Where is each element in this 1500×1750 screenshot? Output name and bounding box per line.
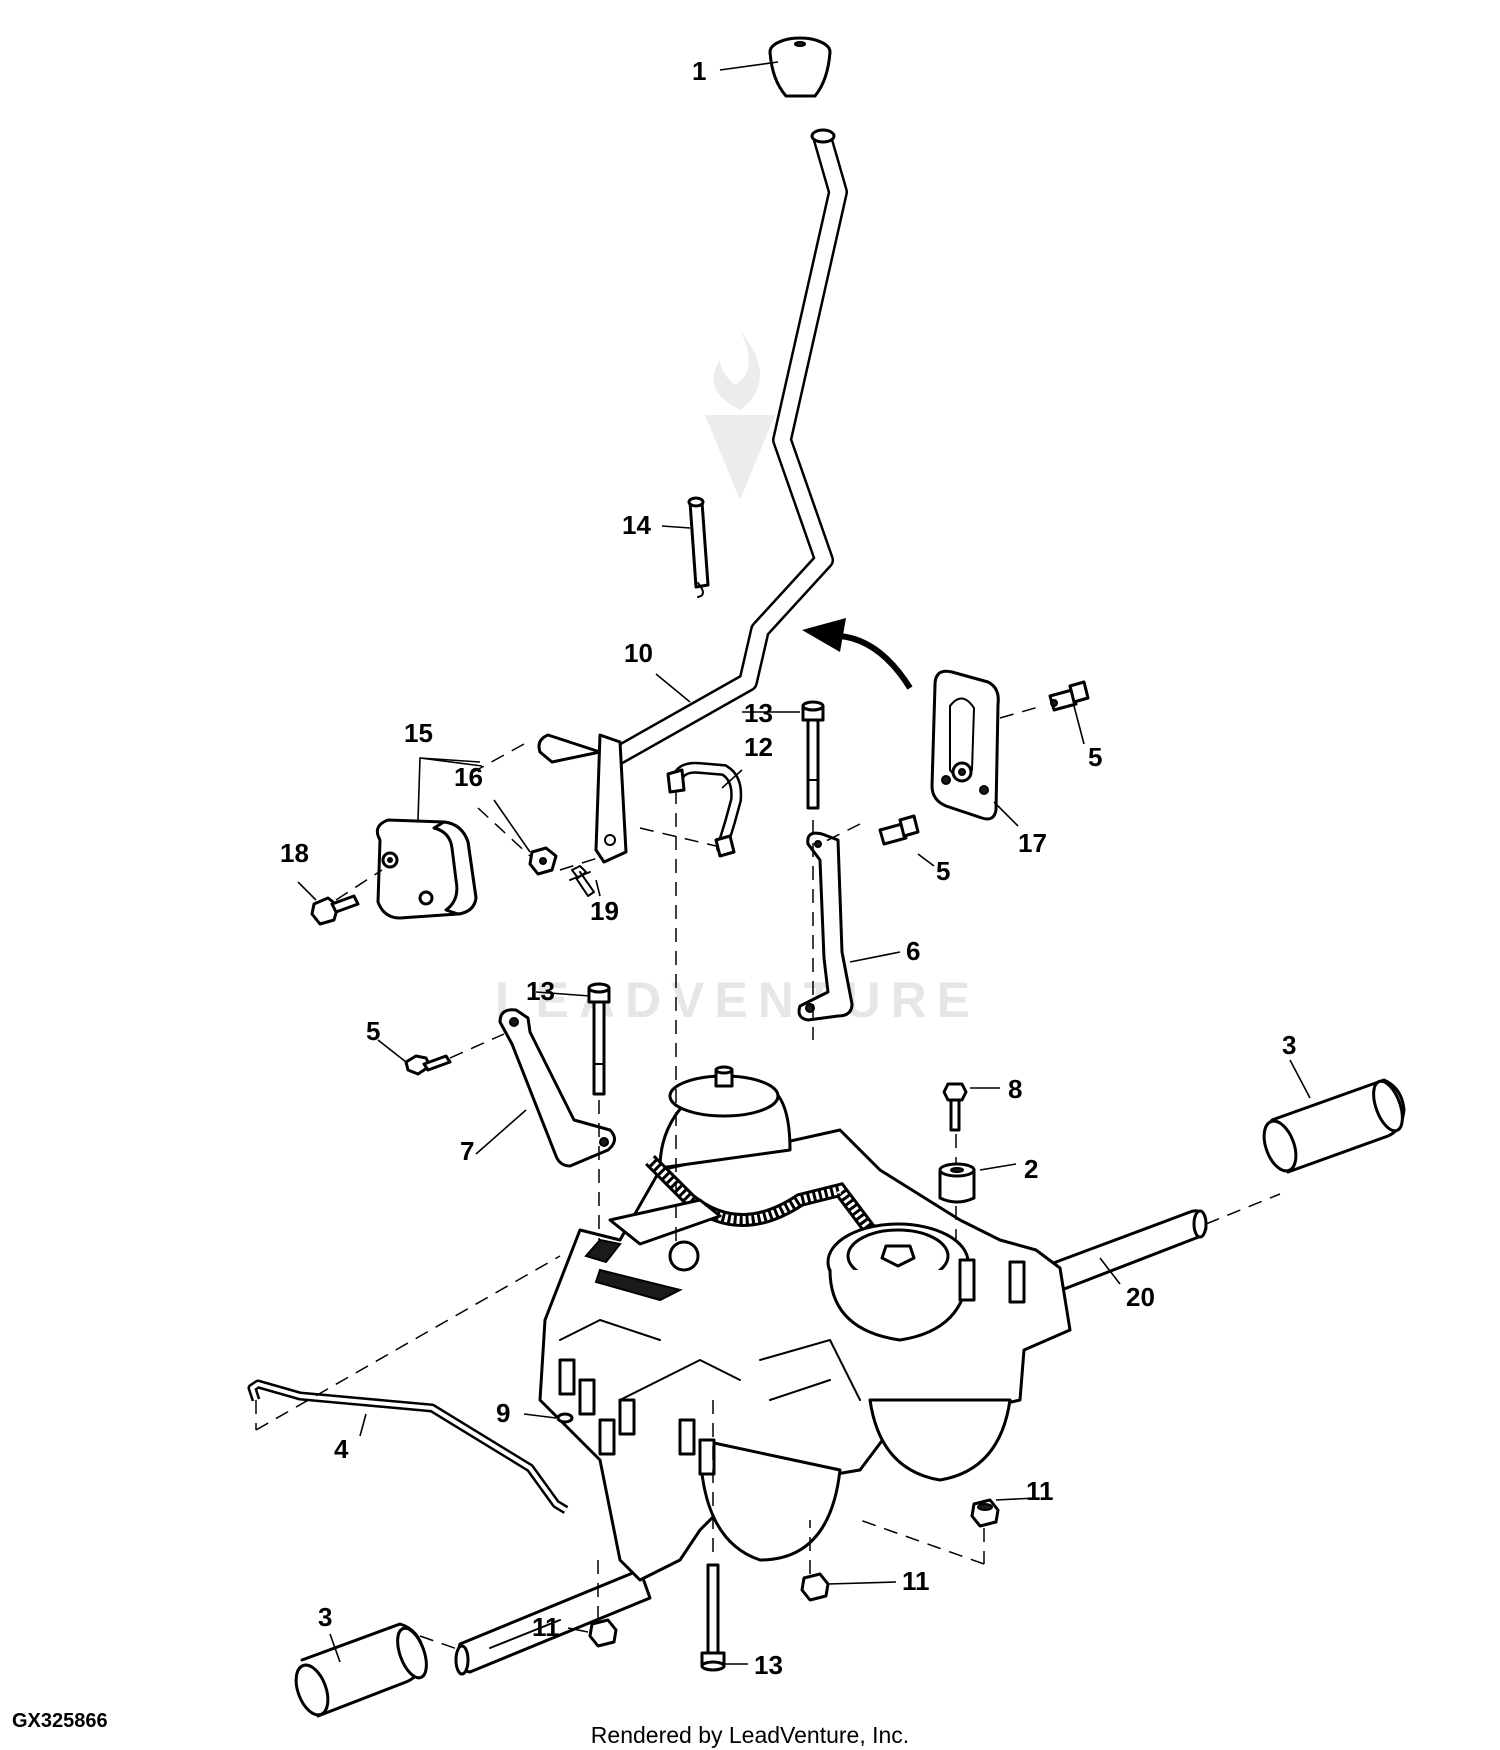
- callout-3-left: 3: [318, 1602, 332, 1632]
- part-13-bolt-top: [801, 700, 825, 810]
- part-5-screw-top: [1048, 680, 1090, 712]
- part-2-spacer: [938, 1162, 976, 1204]
- part-13-bolt-bottom: [700, 1563, 726, 1672]
- assembly-arrow: [802, 618, 913, 690]
- part-13-bolt-left: [587, 982, 611, 1096]
- part-14-roll-pin: [687, 496, 710, 598]
- callout-4: 4: [334, 1434, 349, 1464]
- callout-5-left: 5: [366, 1016, 380, 1046]
- callout-6: 6: [906, 936, 920, 966]
- callout-5-mid: 5: [936, 856, 950, 886]
- part-11-nut-right: [970, 1498, 1000, 1528]
- part-3-sleeve-right: [1262, 1078, 1406, 1174]
- watermark-text: LEADVENTURE: [495, 972, 980, 1028]
- render-credit: Rendered by LeadVenture, Inc.: [590, 1722, 910, 1748]
- part-10-lever-rod: [537, 128, 848, 864]
- callout-19: 19: [590, 896, 619, 926]
- callout-10: 10: [624, 638, 653, 668]
- transaxle-body: [538, 1065, 1072, 1582]
- callout-1: 1: [692, 56, 706, 86]
- callout-5-top: 5: [1088, 742, 1102, 772]
- callout-14: 14: [622, 510, 651, 540]
- callout-2: 2: [1024, 1154, 1038, 1184]
- part-5-screw-mid: [878, 814, 920, 846]
- callout-17: 17: [1018, 828, 1047, 858]
- part-16-nut: [528, 846, 558, 876]
- callout-12: 12: [744, 732, 773, 762]
- part-8-bolt: [942, 1082, 968, 1132]
- part-18-bolt: [310, 894, 360, 926]
- part-17-plate: [930, 669, 1000, 821]
- part-11-nut-left: [588, 1618, 618, 1648]
- part-3-sleeve-left: [294, 1622, 428, 1718]
- alignment-lines: [255, 705, 1281, 1651]
- callout-13-bottom: 13: [754, 1650, 783, 1680]
- callout-11-right: 11: [1026, 1476, 1054, 1506]
- callout-7: 7: [460, 1136, 474, 1166]
- part-7-bracket: [498, 1008, 616, 1168]
- part-1-knob: [768, 36, 832, 98]
- part-12-spring-rod: [666, 761, 743, 858]
- callout-11-left: 11: [532, 1612, 560, 1642]
- part-19-clip: [569, 865, 595, 897]
- callout-20: 20: [1126, 1282, 1155, 1312]
- figure-id: GX325866: [12, 1710, 108, 1732]
- callouts: 1 2 3 3 4 5 5 5 6 7 8 9 10 11 11 11 12 1…: [280, 56, 1296, 1680]
- callout-16: 16: [454, 762, 483, 792]
- part-11-nut-center: [800, 1572, 830, 1602]
- leader-lines: [297, 61, 1311, 1665]
- callout-3-right: 3: [1282, 1030, 1296, 1060]
- callout-11-center: 11: [902, 1566, 930, 1596]
- part-5-screw-left: [404, 1054, 452, 1076]
- callout-13-top: 13: [744, 698, 773, 728]
- part-4-rod: [247, 1379, 569, 1514]
- callout-15: 15: [404, 718, 433, 748]
- callout-18: 18: [280, 838, 309, 868]
- watermark: LEADVENTURE: [495, 330, 980, 1028]
- callout-9: 9: [496, 1398, 510, 1428]
- callout-8: 8: [1008, 1074, 1022, 1104]
- part-9-washer: [556, 1412, 574, 1424]
- part-15-block: [375, 818, 478, 920]
- callout-13-left: 13: [526, 976, 555, 1006]
- part-20-axle: [454, 1209, 1208, 1676]
